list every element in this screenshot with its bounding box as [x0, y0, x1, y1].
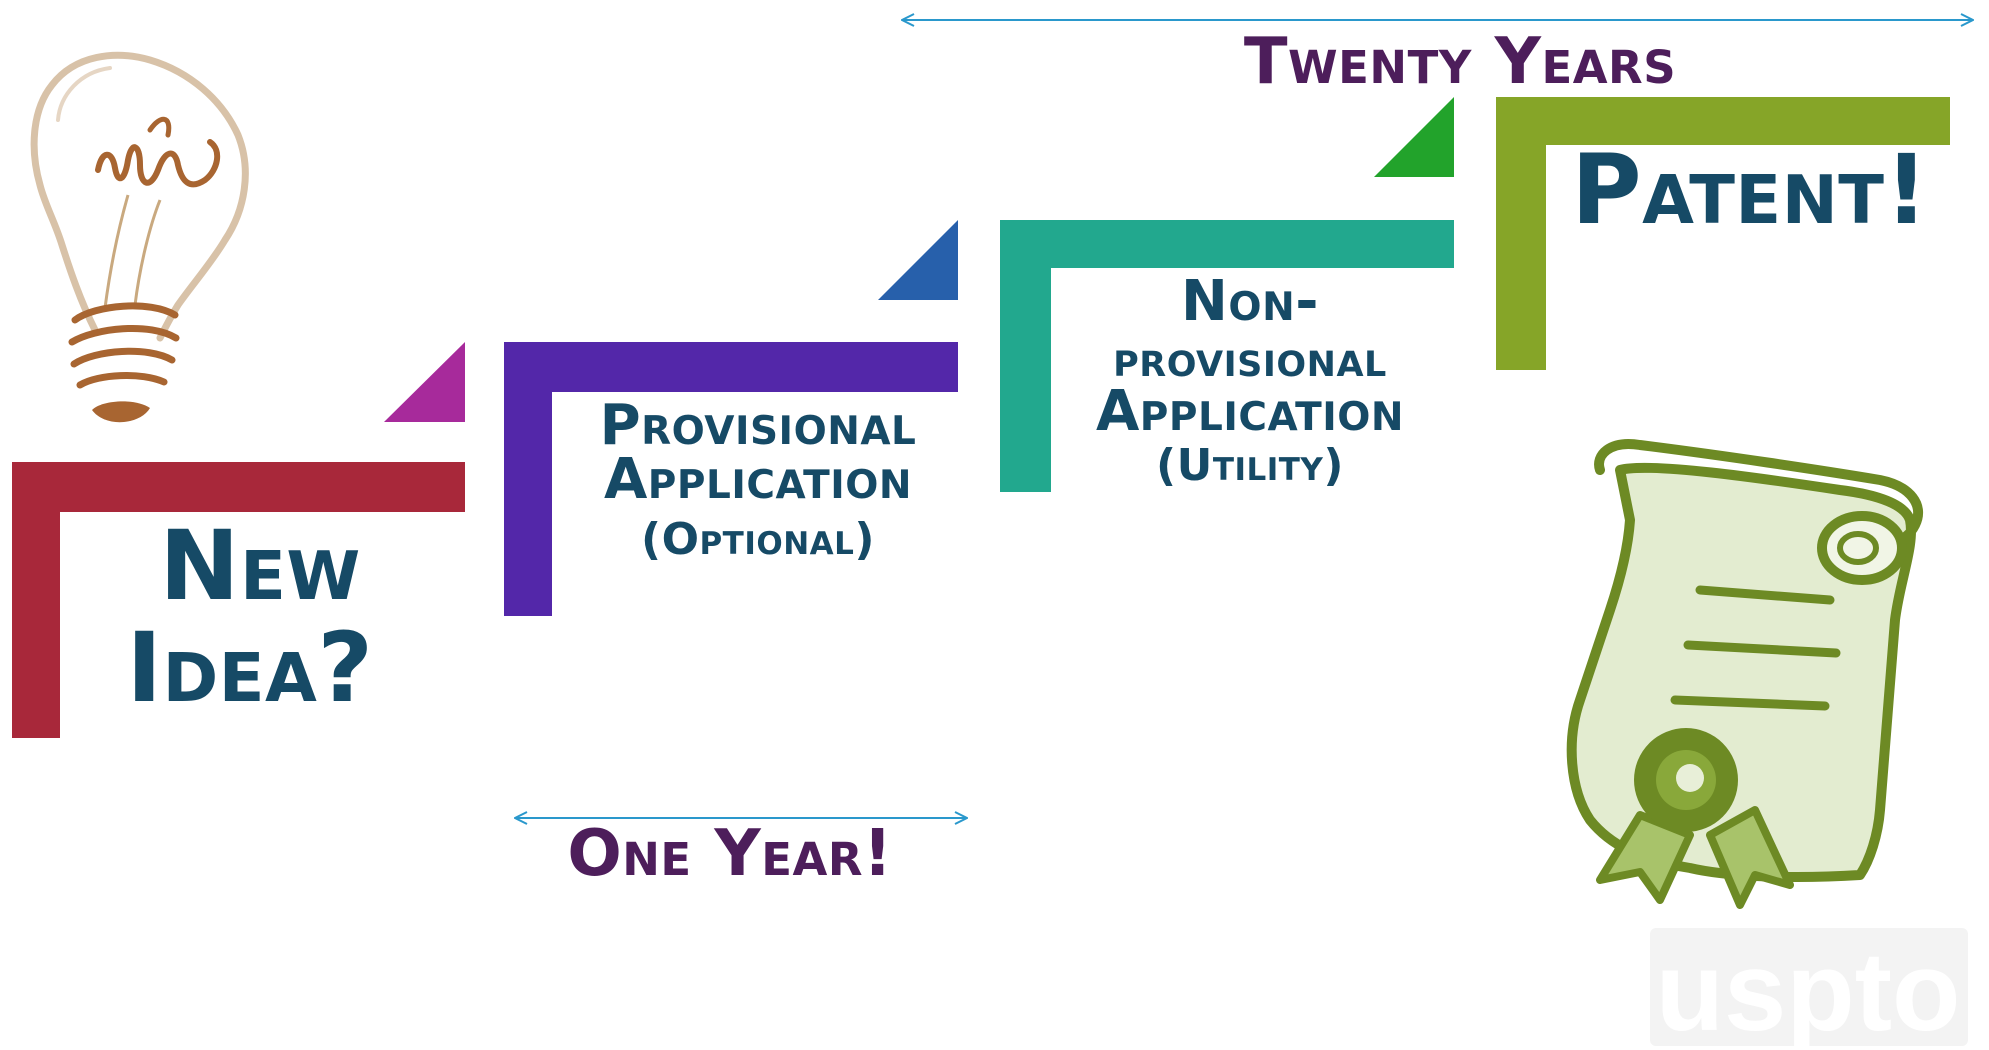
- connector-triangle-3: [1374, 97, 1454, 177]
- new-idea-label-line2: Idea?: [126, 612, 374, 724]
- patent-label: Patent!: [1571, 134, 1929, 246]
- provisional-label-line3: (Optional): [640, 514, 876, 565]
- step-provisional-shape: [504, 342, 958, 616]
- step-new-idea-shape: [12, 462, 465, 738]
- provisional-label-line2: Application: [603, 447, 913, 512]
- lightbulb-icon: [30, 51, 249, 423]
- connector-triangle-2: [878, 220, 958, 300]
- nonprovisional-label-line3: Application: [1095, 379, 1405, 444]
- nonprovisional-label-line1: Non-: [1181, 269, 1319, 334]
- uspto-logo: uspto: [1650, 928, 1968, 1050]
- new-idea-label-line1: New: [159, 510, 361, 622]
- connector-triangle-1: [384, 342, 465, 422]
- provisional-label-line1: Provisional: [599, 393, 917, 458]
- patent-scroll-icon: [1566, 439, 1924, 909]
- step-nonprovisional-shape: [1000, 220, 1454, 492]
- nonprovisional-label-line2: provisional: [1113, 330, 1387, 388]
- nonprovisional-label-line4: (Utility): [1155, 440, 1344, 491]
- uspto-logo-text: uspto: [1656, 929, 1961, 1046]
- one-year-label: One Year!: [567, 817, 893, 891]
- twenty-years-label: Twenty Years: [1243, 25, 1677, 99]
- step-patent-shape: [1496, 97, 1950, 370]
